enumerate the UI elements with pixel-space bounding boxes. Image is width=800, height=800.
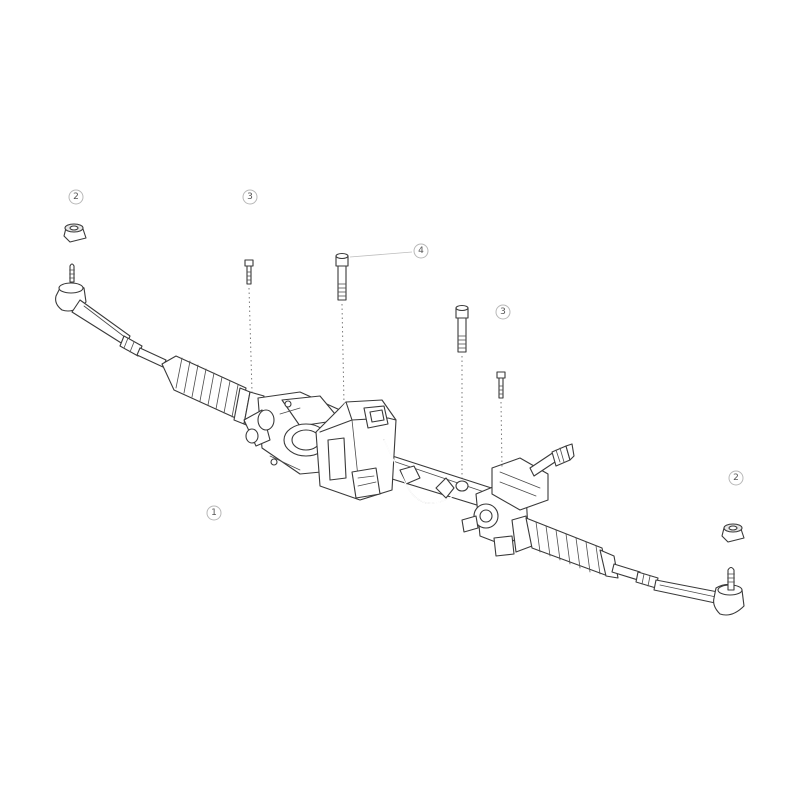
callout-2-right: 2 — [728, 470, 744, 486]
callout-1-label: 1 — [211, 508, 217, 518]
bolt-3-right — [455, 304, 469, 478]
left-tie-rod-end — [55, 263, 167, 368]
bolt-3-left — [244, 259, 254, 393]
right-tie-rod-end — [611, 563, 745, 616]
left-castle-nut — [63, 223, 87, 243]
callout-2-right-label: 2 — [733, 473, 739, 483]
right-castle-nut — [721, 523, 745, 543]
callout-3-left-label: 3 — [247, 192, 253, 202]
callout-2-left: 2 — [68, 189, 84, 205]
callout-3-left: 3 — [242, 189, 258, 205]
right-bellows-boot — [511, 515, 619, 579]
callout-4: 4 — [413, 243, 429, 259]
input-shaft — [529, 443, 575, 477]
callout-1: 1 — [206, 505, 222, 521]
bolt-4 — [335, 252, 349, 405]
bolt-small — [496, 371, 506, 469]
callout-3-right: 3 — [495, 304, 511, 320]
callout-2-left-label: 2 — [73, 192, 79, 202]
callout-4-leader — [349, 251, 413, 258]
callout-4-label: 4 — [418, 246, 424, 256]
callout-3-right-label: 3 — [500, 307, 506, 317]
electronic-control-unit — [315, 399, 469, 504]
